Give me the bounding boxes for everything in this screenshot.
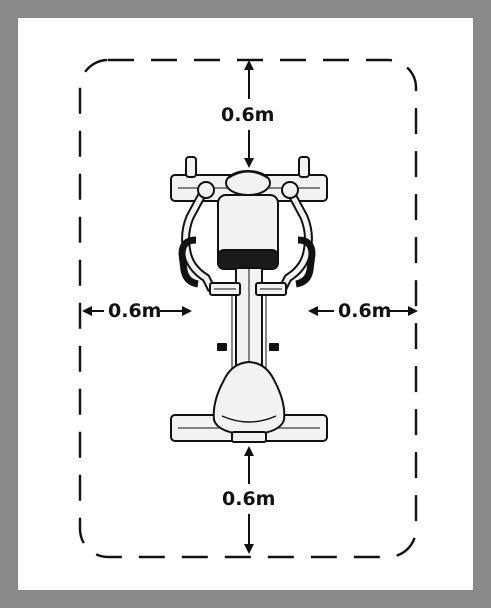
right-clearance-label: 0.6m — [338, 300, 392, 322]
top-clearance-label: 0.6m — [221, 104, 275, 126]
left-clearance-label: 0.6m — [108, 300, 162, 322]
bottom-clearance-label: 0.6m — [222, 488, 276, 510]
recumbent-bike-top-view-icon — [170, 156, 328, 443]
